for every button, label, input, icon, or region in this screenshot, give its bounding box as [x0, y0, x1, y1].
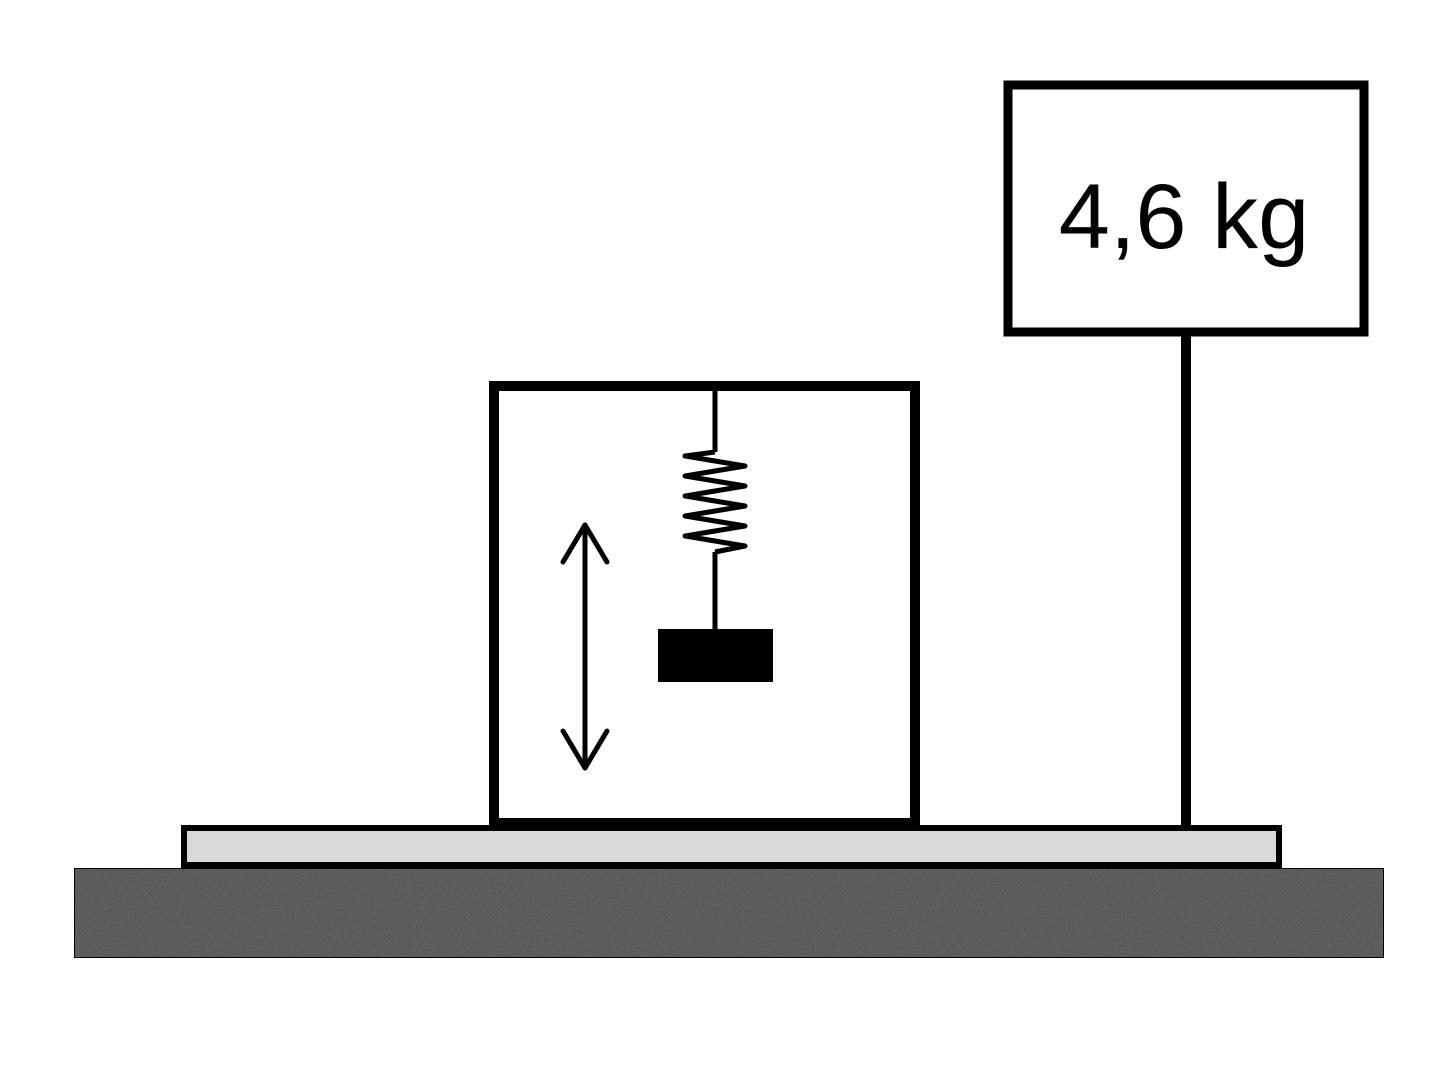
- spring-icon: [682, 391, 748, 630]
- container-box: [489, 381, 920, 828]
- display-panel: [1003, 80, 1369, 337]
- scale-platform: [181, 825, 1282, 868]
- display-reading: 4,6 kg: [1059, 166, 1310, 268]
- hanging-mass: [658, 629, 773, 682]
- scale-display: 4,6 kg: [1003, 80, 1369, 829]
- double-headed-vertical-arrow-icon: [560, 522, 610, 771]
- ground: [73, 867, 1385, 959]
